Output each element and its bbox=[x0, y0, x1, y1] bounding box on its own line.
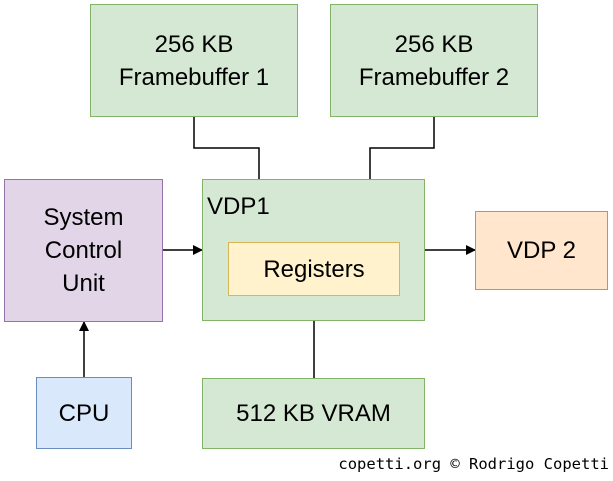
edge-framebuffer1-vdp1 bbox=[193, 117, 260, 179]
framebuffer-2-label: 256 KB Framebuffer 2 bbox=[358, 30, 510, 91]
cpu-label: CPU bbox=[58, 399, 110, 427]
framebuffer-2-node[interactable]: 256 KB Framebuffer 2 bbox=[330, 4, 538, 117]
vdp2-node[interactable]: VDP 2 bbox=[475, 211, 608, 290]
vdp1-label: VDP1 bbox=[207, 193, 270, 220]
cpu-node[interactable]: CPU bbox=[36, 377, 132, 449]
registers-label: Registers bbox=[263, 255, 365, 283]
system-control-unit-node[interactable]: System Control Unit bbox=[4, 179, 163, 322]
edge-framebuffer2-vdp1 bbox=[369, 117, 435, 179]
framebuffer-1-label: 256 KB Framebuffer 1 bbox=[118, 30, 270, 91]
vram-node[interactable]: 512 KB VRAM bbox=[202, 378, 425, 449]
system-control-unit-label: System Control Unit bbox=[43, 204, 124, 297]
vram-label: 512 KB VRAM bbox=[236, 400, 391, 427]
credit-text: copetti.org © Rodrigo Copetti bbox=[338, 455, 609, 473]
framebuffer-1-node[interactable]: 256 KB Framebuffer 1 bbox=[90, 4, 298, 117]
registers-node[interactable]: Registers bbox=[228, 242, 400, 296]
vdp2-label: VDP 2 bbox=[507, 237, 576, 264]
